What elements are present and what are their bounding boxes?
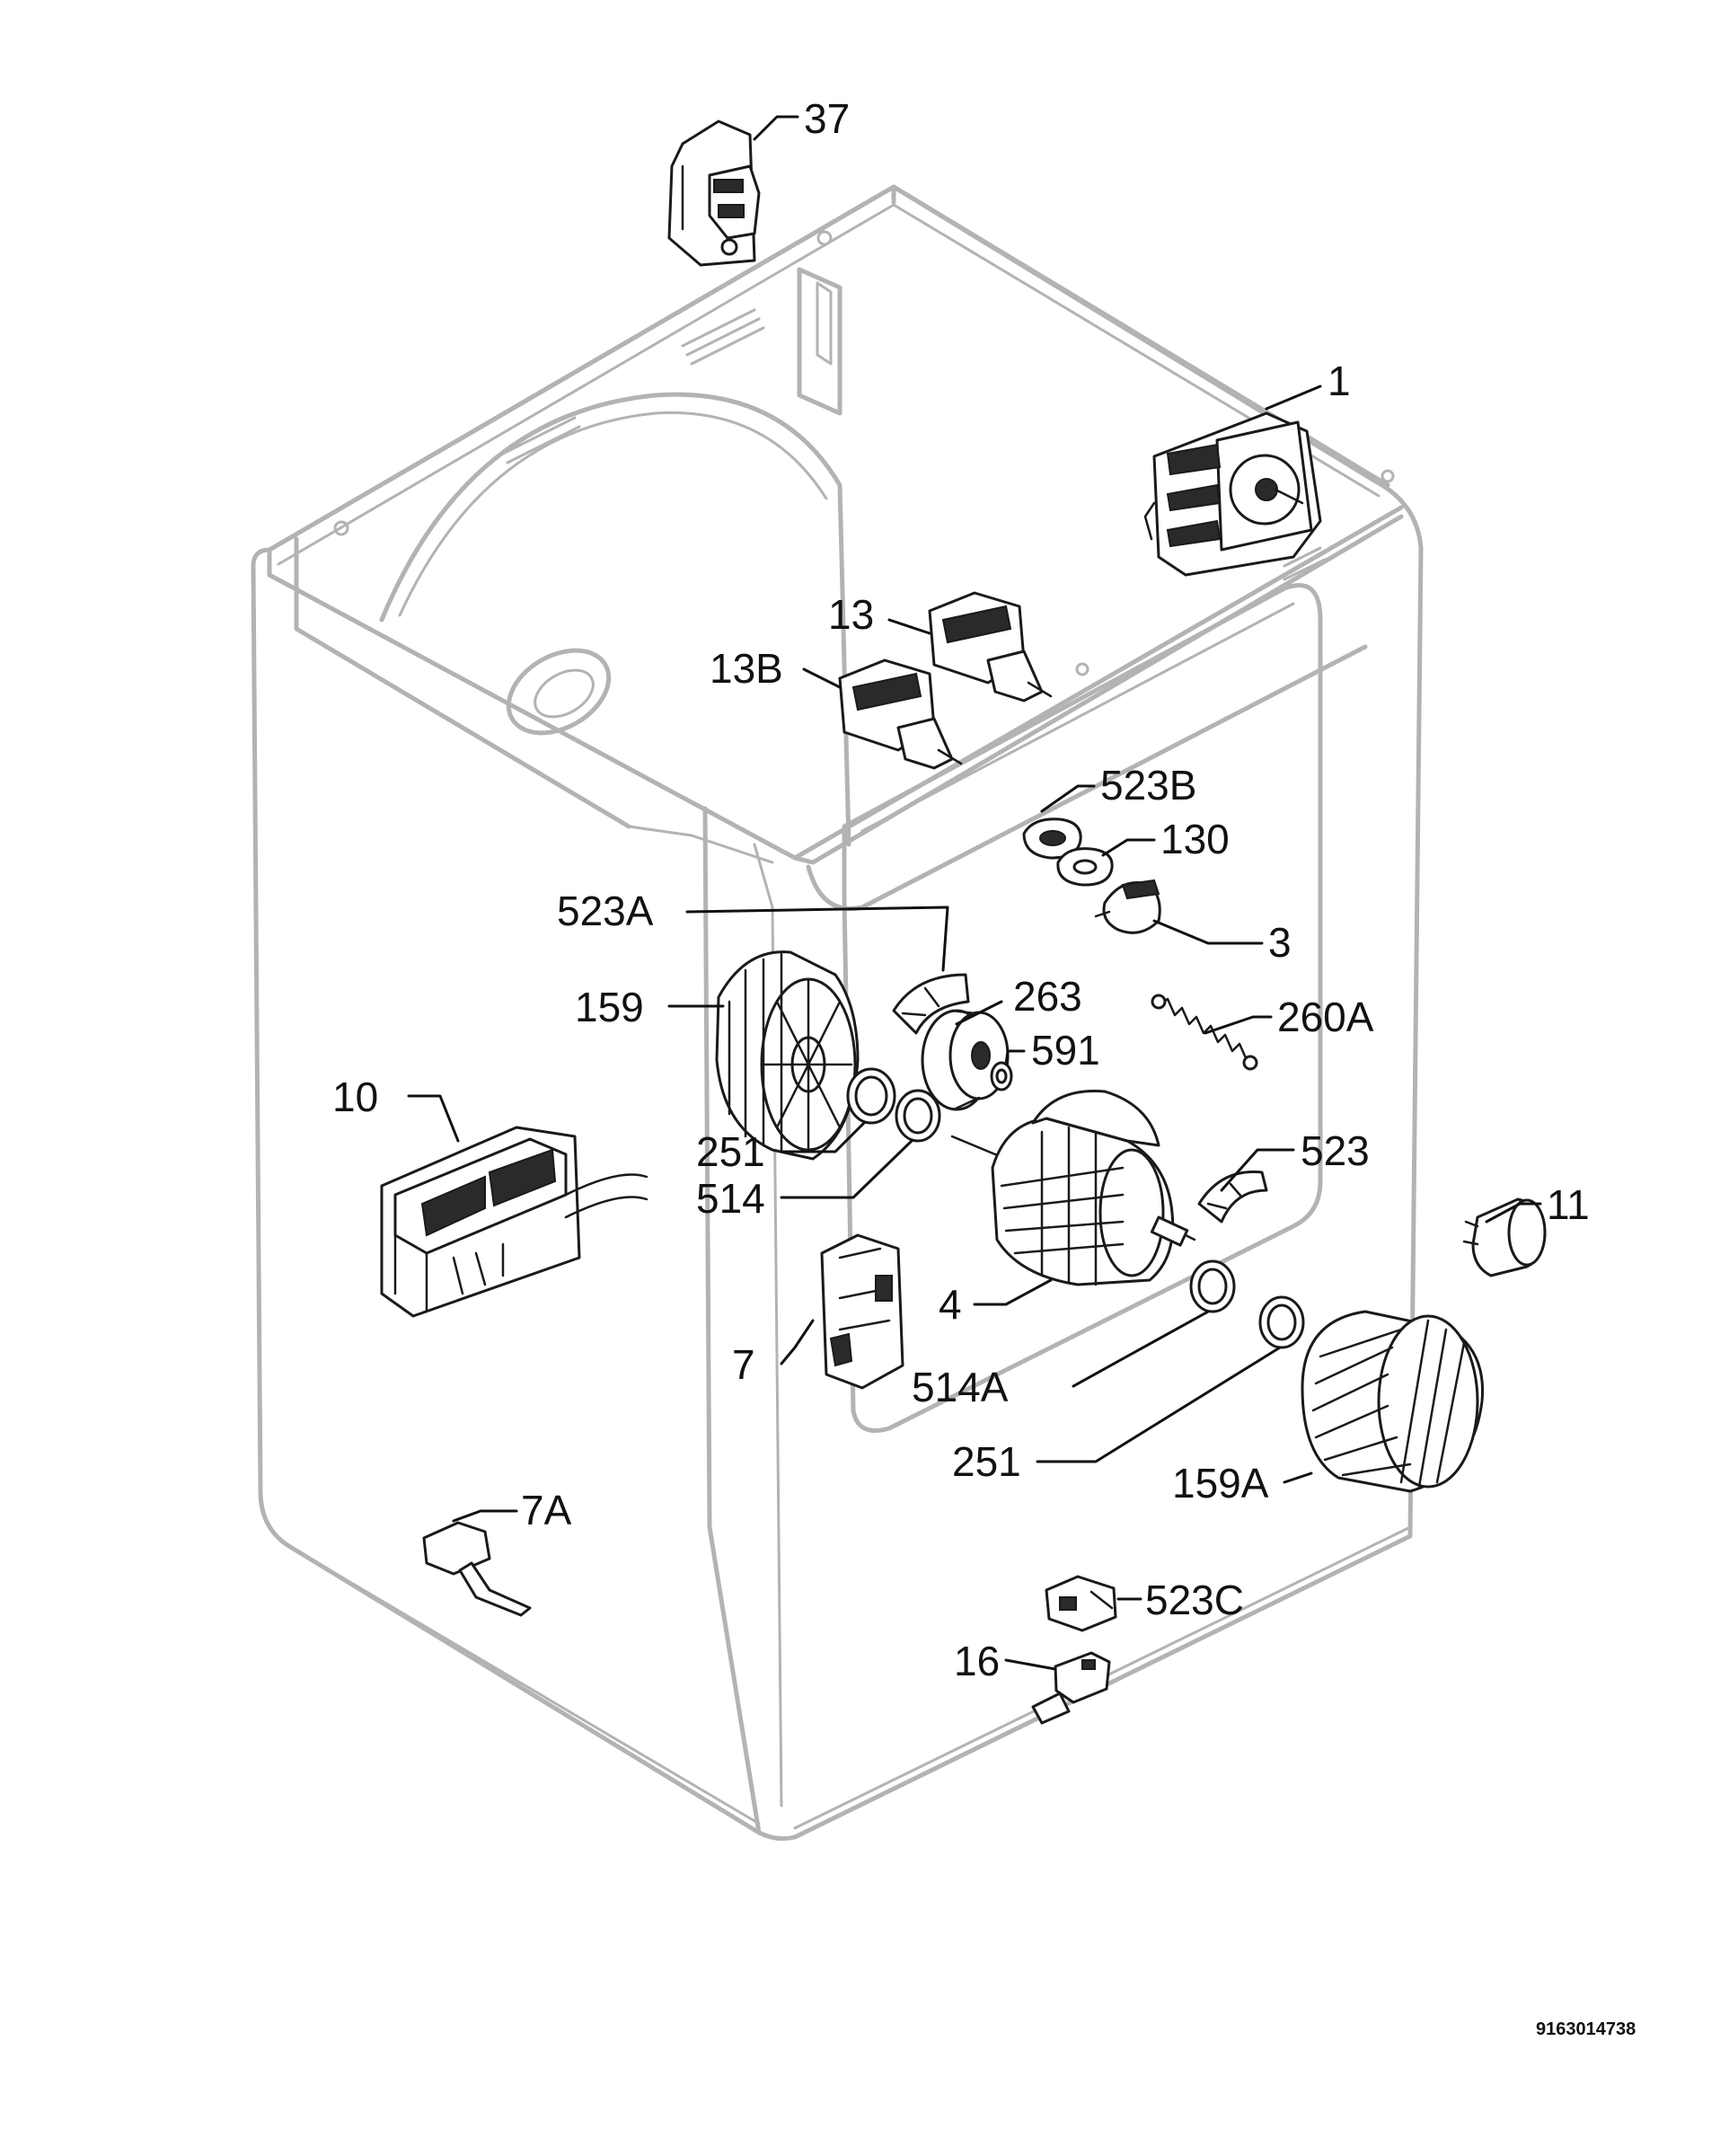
part-4-motor [950, 1089, 1196, 1286]
label-514: 514 [696, 1175, 765, 1222]
part-7-door-lock [820, 1233, 904, 1390]
part-523c-bracket [1045, 1575, 1117, 1632]
part-37-component [667, 119, 761, 267]
part-159-drum-wheel [715, 950, 860, 1161]
label-159: 159 [575, 984, 644, 1030]
part-514a-ring [1189, 1259, 1236, 1313]
part-251-ring-upper [846, 1067, 896, 1125]
part-13b-switch [838, 658, 963, 770]
label-591: 591 [1031, 1027, 1100, 1074]
label-523a: 523A [557, 888, 654, 934]
label-13b: 13B [710, 645, 783, 692]
label-10: 10 [332, 1074, 378, 1120]
label-263: 263 [1013, 973, 1082, 1020]
label-4: 4 [939, 1281, 962, 1328]
part-16-sensor [1031, 1651, 1111, 1725]
part-523b-bracket [1022, 817, 1082, 860]
part-263-pulley [921, 1009, 1010, 1111]
leader-lines [407, 115, 1542, 1671]
label-130: 130 [1160, 816, 1230, 862]
part-591-washer [990, 1061, 1013, 1091]
label-260a: 260A [1277, 994, 1374, 1040]
label-11: 11 [1547, 1181, 1590, 1228]
part-10-heater [380, 1126, 648, 1318]
part-523a-bearing-bracket [892, 973, 970, 1035]
part-1-timer [1143, 411, 1322, 577]
label-523b: 523B [1100, 762, 1196, 808]
part-13-switch [928, 591, 1053, 702]
label-16: 16 [954, 1638, 1000, 1684]
label-1: 1 [1328, 358, 1351, 404]
part-labels: 37 1 13 13B 523B 130 3 523A 159 263 591 … [332, 95, 1590, 1684]
label-37: 37 [804, 95, 850, 142]
label-251-upper: 251 [696, 1128, 765, 1175]
label-3: 3 [1268, 919, 1292, 966]
label-13: 13 [828, 591, 874, 638]
label-7: 7 [732, 1341, 755, 1388]
diagram-code: 9163014738 [1536, 2019, 1636, 2039]
part-514-ring [895, 1089, 941, 1143]
part-130-gasket [1056, 847, 1114, 887]
label-523c: 523C [1145, 1577, 1244, 1623]
part-523-bearing-bracket [1197, 1170, 1268, 1224]
label-251-lower: 251 [952, 1438, 1021, 1485]
part-3-sensor [1094, 879, 1161, 934]
label-7a: 7A [521, 1487, 572, 1533]
part-7a-microswitch [422, 1521, 532, 1617]
label-514a: 514A [912, 1364, 1009, 1410]
part-159a-fan-wheel [1301, 1310, 1485, 1493]
label-159a: 159A [1172, 1460, 1269, 1507]
part-260a-spring [1151, 994, 1258, 1071]
part-251-ring-lower [1258, 1295, 1305, 1349]
label-523: 523 [1301, 1127, 1370, 1174]
